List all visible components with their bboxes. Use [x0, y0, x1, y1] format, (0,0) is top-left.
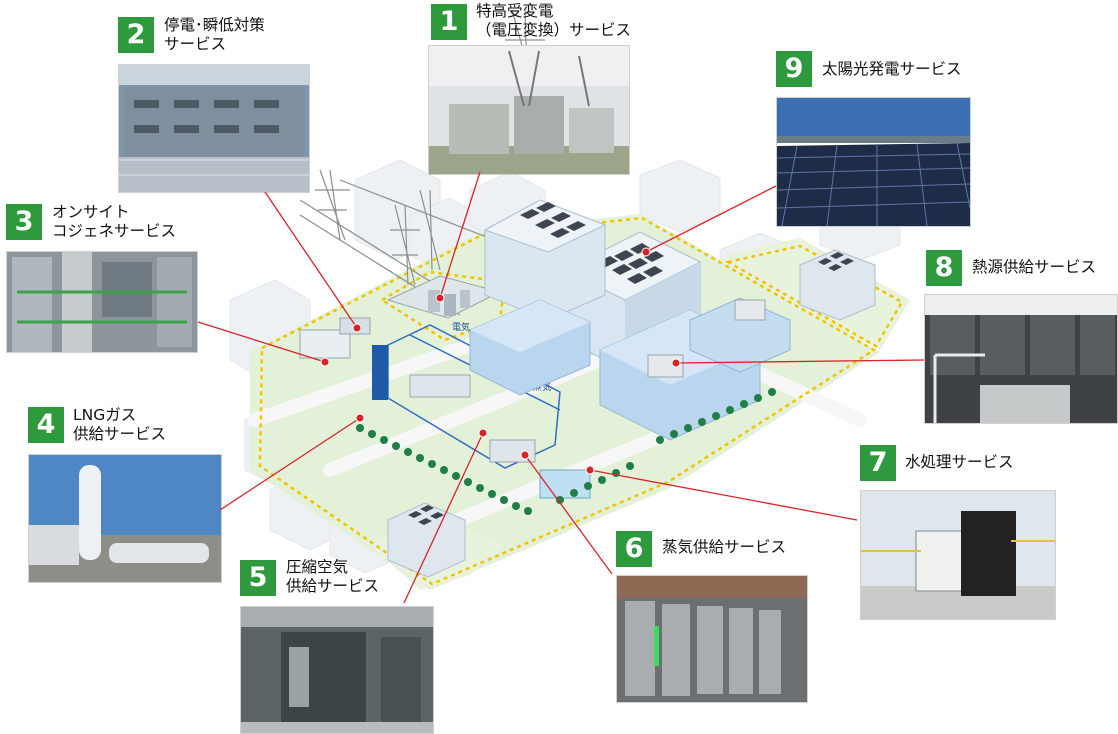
photo-ups-units [118, 64, 310, 193]
badge-number: 8 [926, 250, 962, 286]
service-label: LNGガス供給サービス [73, 406, 167, 443]
service-label: オンサイトコジェネサービス [52, 203, 177, 240]
badge-number: 2 [118, 17, 154, 53]
service-label: 太陽光発電サービス [822, 60, 962, 78]
photo-air-compressor [240, 606, 434, 734]
factory-blocks [469, 297, 791, 441]
service-label: 特高受変電（電圧変換）サービス [476, 2, 632, 39]
badge-number: 3 [6, 204, 42, 240]
badge-number: 7 [860, 445, 896, 481]
badge-number: 6 [616, 531, 652, 567]
photo-water-treatment [860, 490, 1056, 620]
north-building-solar [483, 199, 607, 321]
photo-substation [428, 45, 630, 175]
badge-number: 5 [240, 560, 276, 596]
badge-number: 4 [28, 407, 64, 443]
service-label: 停電･瞬低対策サービス [164, 16, 265, 53]
east-building-solar [799, 249, 876, 321]
badge-number: 9 [776, 51, 812, 87]
svg-text:電気: 電気 [452, 321, 470, 333]
badge-number: 1 [431, 4, 467, 40]
service-label: 蒸気供給サービス [662, 538, 787, 556]
service-label: 圧縮空気供給サービス [286, 558, 380, 595]
photo-solar-panels [776, 97, 971, 227]
service-label: 熱源供給サービス [972, 258, 1097, 276]
photo-cogeneration [6, 251, 198, 353]
photo-steam-boilers [616, 575, 808, 703]
photo-chiller-units [924, 294, 1118, 424]
photo-lng-tank [28, 454, 222, 583]
service-label: 水処理サービス [905, 453, 1014, 471]
